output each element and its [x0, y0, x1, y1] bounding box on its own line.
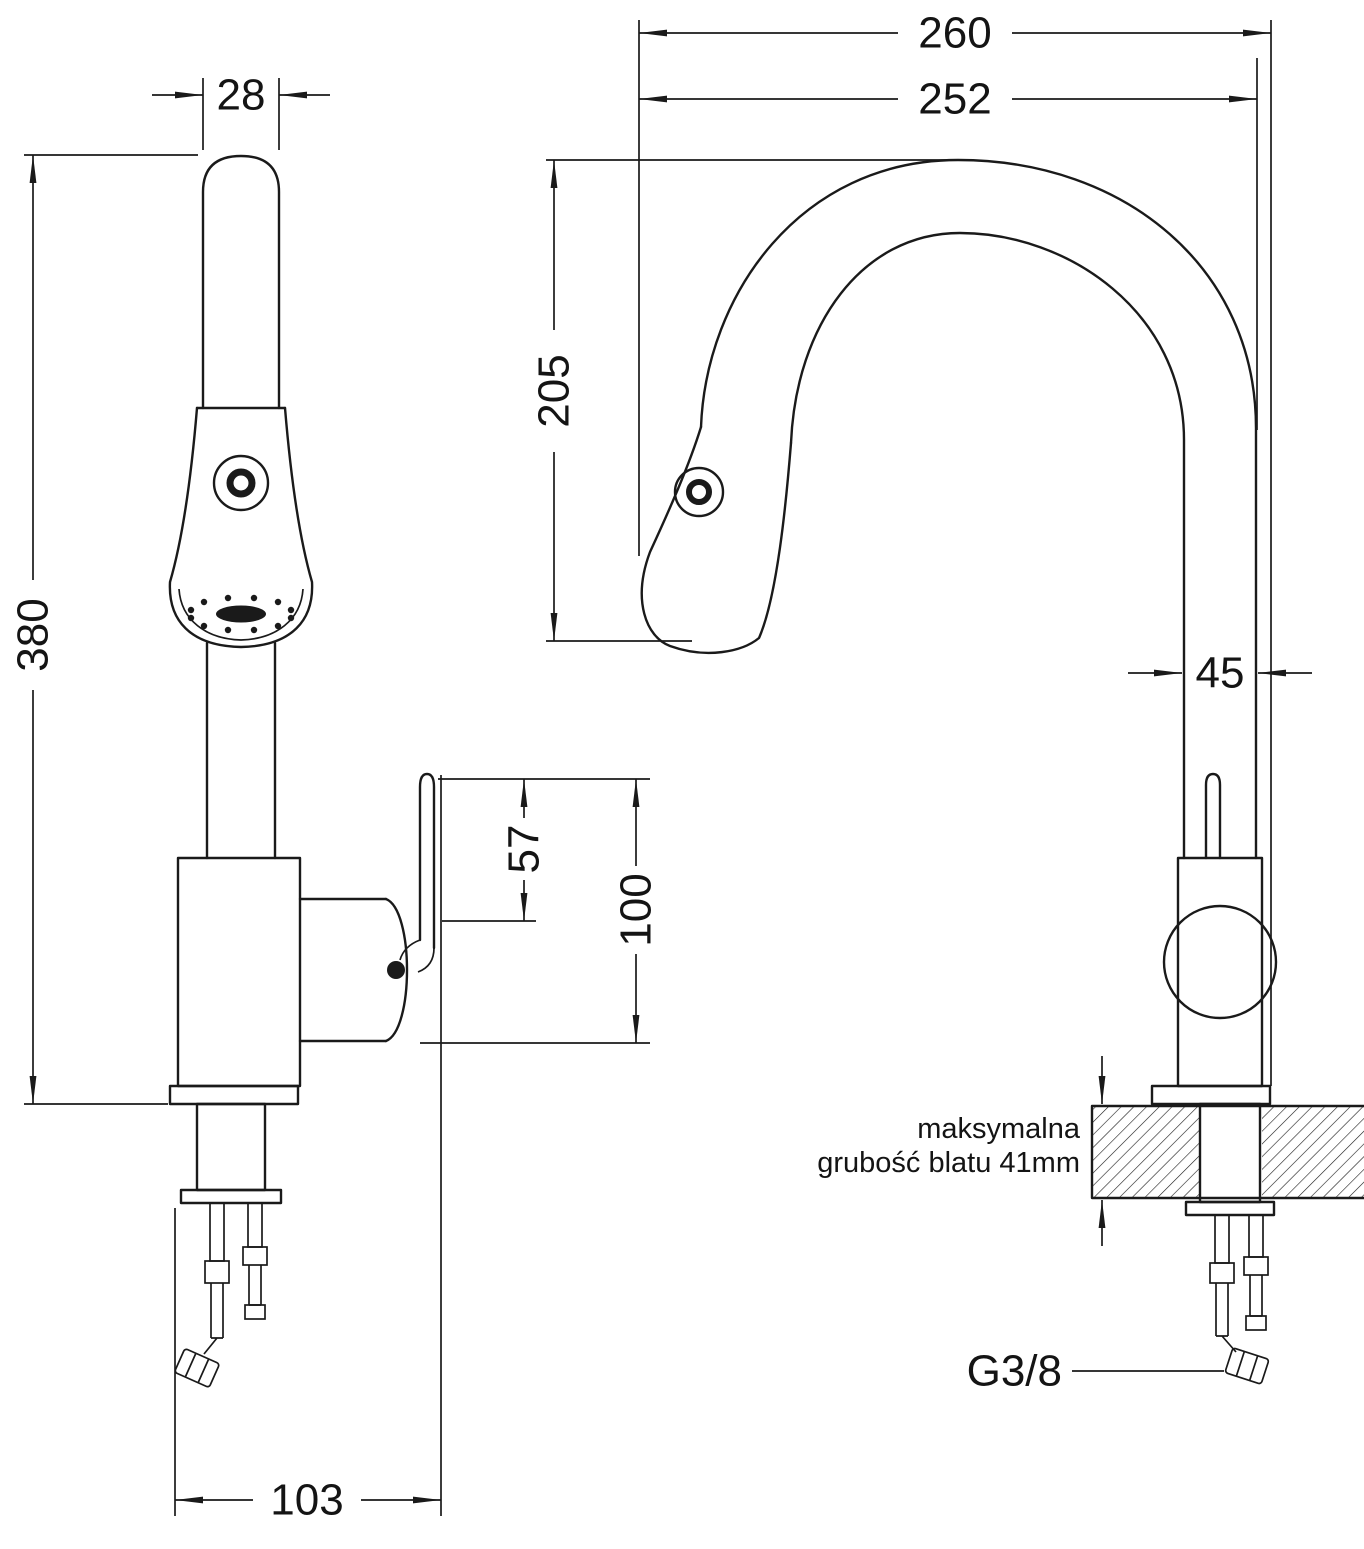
dim-label-103: 103	[270, 1476, 343, 1525]
threaded-shank-side	[1198, 1102, 1262, 1204]
base-flange-side	[1150, 1084, 1272, 1106]
dim-label-205: 205	[530, 354, 579, 427]
dim-label-45: 45	[1196, 649, 1245, 698]
dim-252: 252	[639, 58, 1258, 430]
countertop-thickness-note: maksymalna grubość blatu 41mm	[817, 1056, 1106, 1246]
note-line-1: maksymalna	[917, 1113, 1081, 1145]
hose-nut-side	[1224, 1347, 1270, 1385]
hose-nut-front	[174, 1348, 220, 1388]
side-view: 260 252 205 45 maksymalna grubość	[530, 9, 1364, 1396]
dim-label-57: 57	[500, 825, 549, 874]
washer-front	[179, 1188, 283, 1205]
thread-size-callout: G3/8	[967, 1347, 1224, 1396]
dim-label-28: 28	[217, 71, 266, 120]
threaded-shank-front	[195, 1102, 267, 1192]
note-line-2: grubość blatu 41mm	[817, 1147, 1080, 1179]
base-flange-front	[168, 1084, 300, 1106]
spray-button-side	[673, 466, 725, 518]
dim-45: 45	[1128, 649, 1312, 698]
faucet-body-side	[1176, 856, 1264, 1088]
dim-28: 28	[152, 71, 330, 150]
handle-lever-side	[1204, 772, 1222, 860]
faucet-body-front	[176, 856, 302, 1088]
handle-lever-front	[418, 772, 436, 950]
dim-260: 260	[638, 9, 1272, 1086]
spray-head-front	[168, 406, 314, 649]
mounting-hardware-front	[174, 1202, 268, 1388]
dim-label-260: 260	[918, 9, 991, 58]
handle-front	[298, 772, 436, 1043]
dim-label-100: 100	[612, 873, 661, 946]
dim-57-100: 57 100	[420, 775, 661, 1516]
dim-label-380: 380	[9, 598, 58, 671]
washer-side	[1184, 1200, 1276, 1217]
thread-size-label: G3/8	[967, 1347, 1062, 1396]
aerator-slot-front	[216, 605, 266, 623]
aerator-dots	[187, 594, 295, 634]
spray-button-front	[212, 454, 270, 512]
mounting-hardware-side	[1209, 1214, 1270, 1385]
front-view: 28 380 57 100 103	[9, 71, 661, 1525]
dim-205: 205	[530, 159, 948, 642]
dim-103: 103	[174, 1208, 441, 1525]
spray-head-side	[640, 425, 793, 655]
valve-joint-side	[1162, 904, 1278, 1020]
riser-pipe-front	[205, 641, 277, 860]
spout-outer-side	[699, 158, 1258, 860]
dim-label-252: 252	[918, 75, 991, 124]
dim-380: 380	[9, 154, 198, 1105]
countertop	[1090, 1104, 1364, 1200]
spout-pipe-front	[201, 154, 281, 410]
spout-inner-side	[789, 231, 1186, 860]
